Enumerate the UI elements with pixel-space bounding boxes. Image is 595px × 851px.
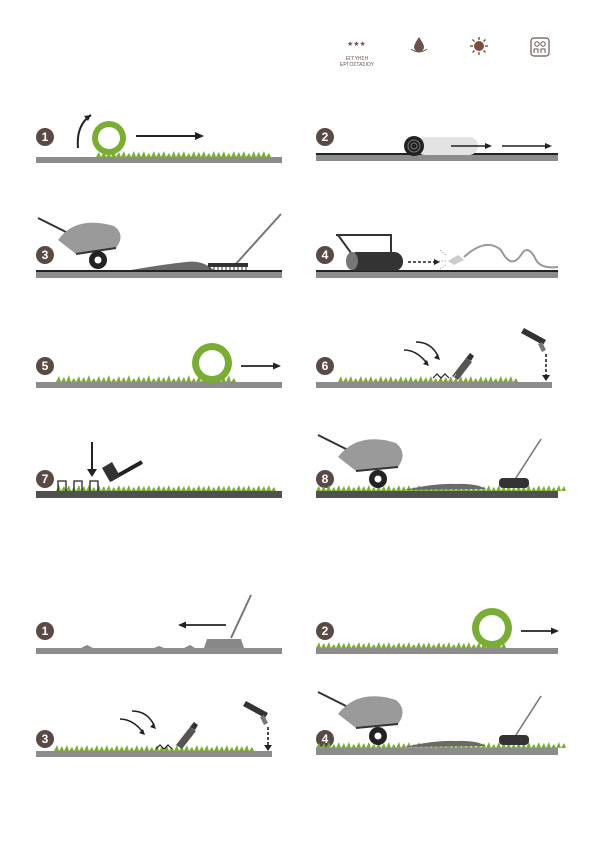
turf-roll-icon <box>192 343 232 383</box>
ground-strip <box>36 157 282 163</box>
glue-gun-icon <box>243 701 272 751</box>
step-6-illustration <box>316 328 552 388</box>
m-step-1-illustration <box>36 594 282 654</box>
step-3-illustration <box>36 213 282 278</box>
m-step-4-illustration <box>316 691 566 755</box>
hose-icon <box>439 243 559 270</box>
m-step-2-illustration <box>316 608 559 654</box>
infill-pile <box>404 740 486 747</box>
wheelbarrow-icon <box>317 691 403 745</box>
glue-tube-icon <box>449 353 474 380</box>
svg-text:★★★: ★★★ <box>347 40 366 48</box>
peg-icon <box>57 480 99 491</box>
hammer-icon <box>102 460 143 482</box>
step-number-badge: 6 <box>316 357 334 375</box>
warranty-caption: ΕΓΓΥΗΣΗ ΕΡΓΟΣΤΑΣΙΟΥ <box>340 56 374 68</box>
step-number-badge: 2 <box>316 622 334 640</box>
three-stars-icon: ★★★ <box>347 40 366 48</box>
step-5-illustration <box>36 343 282 388</box>
wheelbarrow-icon <box>317 434 403 488</box>
infill-pile <box>404 483 486 490</box>
step-number-badge: 2 <box>316 128 334 146</box>
curved-arrow-icon <box>76 114 92 149</box>
sun-icon <box>470 37 488 55</box>
step-number-badge: 3 <box>36 246 54 264</box>
wheelbarrow-icon <box>37 217 121 269</box>
step-2-illustration <box>316 136 558 161</box>
roll-icon <box>404 136 478 156</box>
step-number-badge: 5 <box>36 357 54 375</box>
rake-icon <box>204 594 252 648</box>
step-4-illustration <box>316 234 559 278</box>
step-number-badge: 3 <box>36 730 54 748</box>
step-8-illustration <box>316 434 566 498</box>
water-drop-icon <box>410 37 428 53</box>
step-number-badge: 4 <box>316 246 334 264</box>
turf-roll-icon <box>472 608 512 648</box>
pet-child-icon <box>530 37 550 57</box>
step-1-illustration <box>36 114 282 163</box>
glue-tube-icon <box>176 722 198 749</box>
step-number-badge: 8 <box>316 470 334 488</box>
grass-line <box>96 151 271 157</box>
turf-roll-icon <box>92 121 126 155</box>
lawn-roller-icon <box>336 234 403 271</box>
sand-pile <box>131 261 214 270</box>
step-number-badge: 1 <box>36 622 54 640</box>
step-number-badge: 7 <box>36 470 54 488</box>
step-number-badge: 1 <box>36 128 54 146</box>
m-step-3-illustration <box>36 701 272 757</box>
brush-icon <box>499 695 542 745</box>
rake-icon <box>208 213 282 270</box>
brush-icon <box>499 438 542 488</box>
step-7-illustration <box>36 442 282 498</box>
glue-gun-icon <box>521 328 550 381</box>
